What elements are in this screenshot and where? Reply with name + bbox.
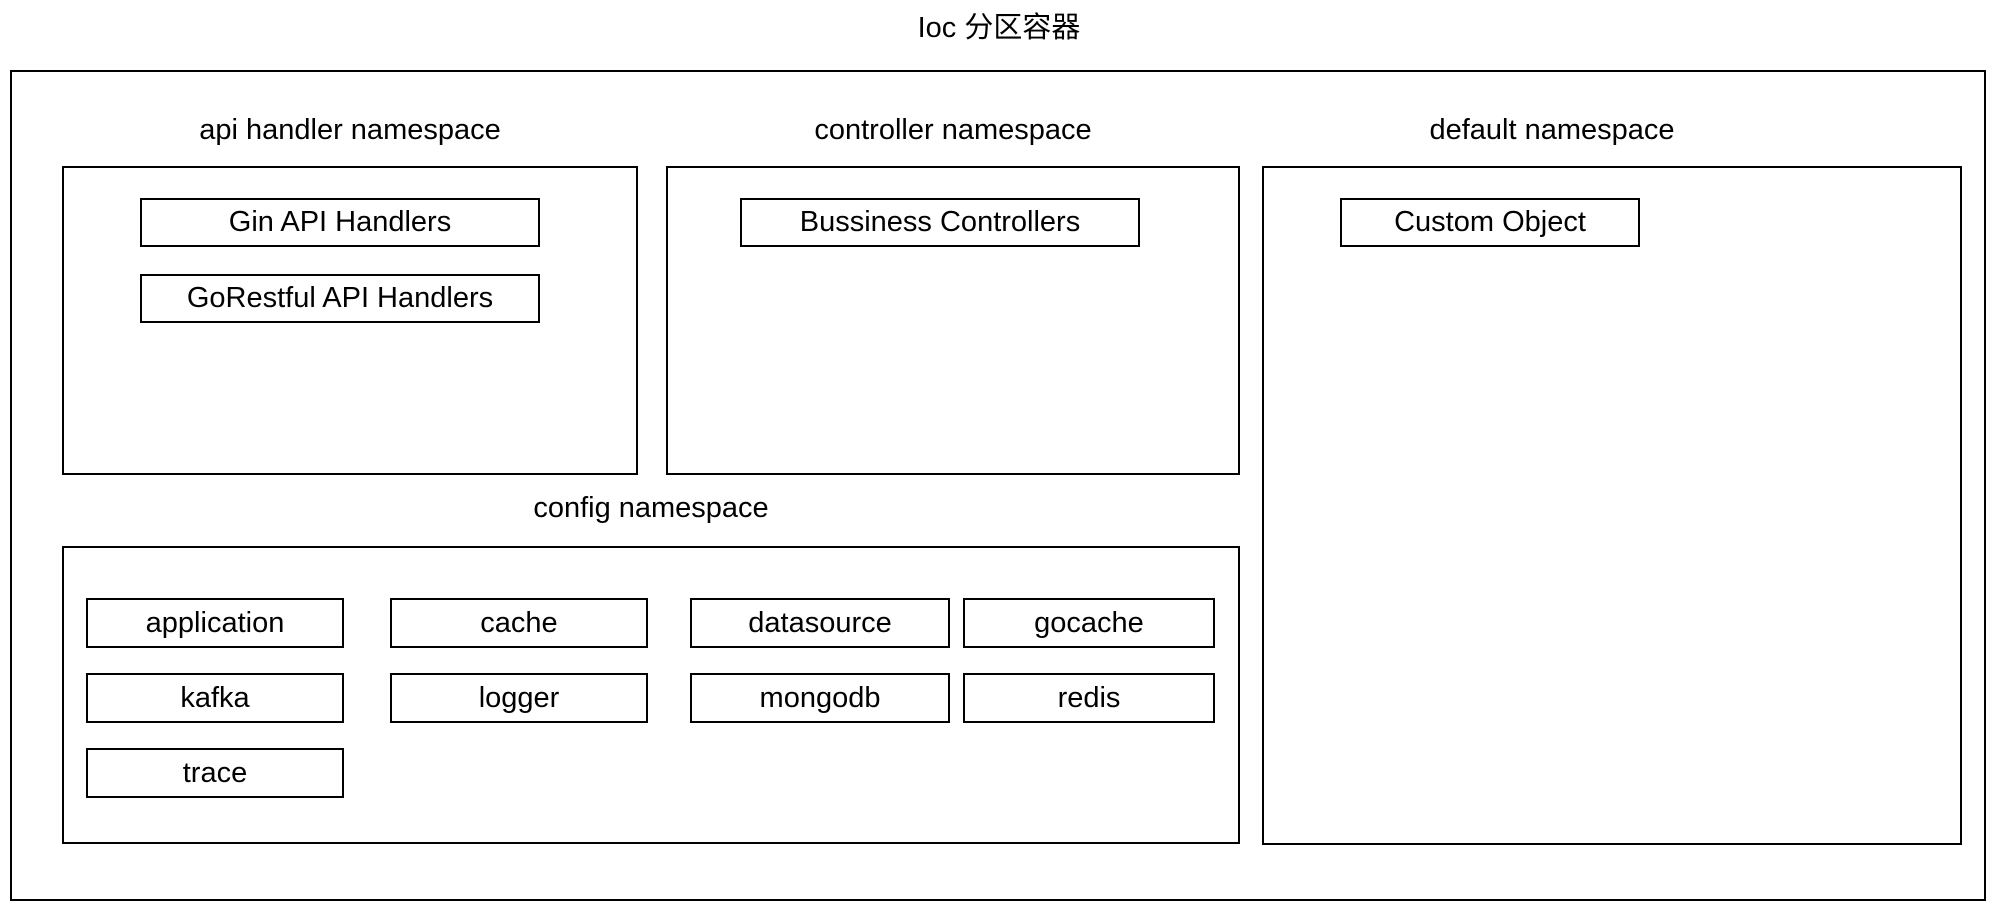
namespace-label-api-handler: api handler namespace (199, 114, 501, 146)
node-config-application: application (86, 598, 344, 648)
node-config-redis: redis (963, 673, 1215, 723)
node-config-cache: cache (390, 598, 648, 648)
node-gorestful-api-handlers: GoRestful API Handlers (140, 274, 540, 323)
node-config-gocache: gocache (963, 598, 1215, 648)
node-config-kafka: kafka (86, 673, 344, 723)
node-gin-api-handlers: Gin API Handlers (140, 198, 540, 247)
namespace-label-controller: controller namespace (814, 114, 1092, 146)
namespace-box-default (1262, 166, 1962, 845)
node-custom-object: Custom Object (1340, 198, 1640, 247)
node-bussiness-controllers: Bussiness Controllers (740, 198, 1140, 247)
node-config-mongodb: mongodb (690, 673, 950, 723)
namespace-label-default: default namespace (1429, 114, 1675, 146)
node-config-logger: logger (390, 673, 648, 723)
diagram-title: Ioc 分区容器 (917, 12, 1081, 44)
node-config-trace: trace (86, 748, 344, 798)
namespace-label-config: config namespace (533, 492, 769, 524)
node-config-datasource: datasource (690, 598, 950, 648)
